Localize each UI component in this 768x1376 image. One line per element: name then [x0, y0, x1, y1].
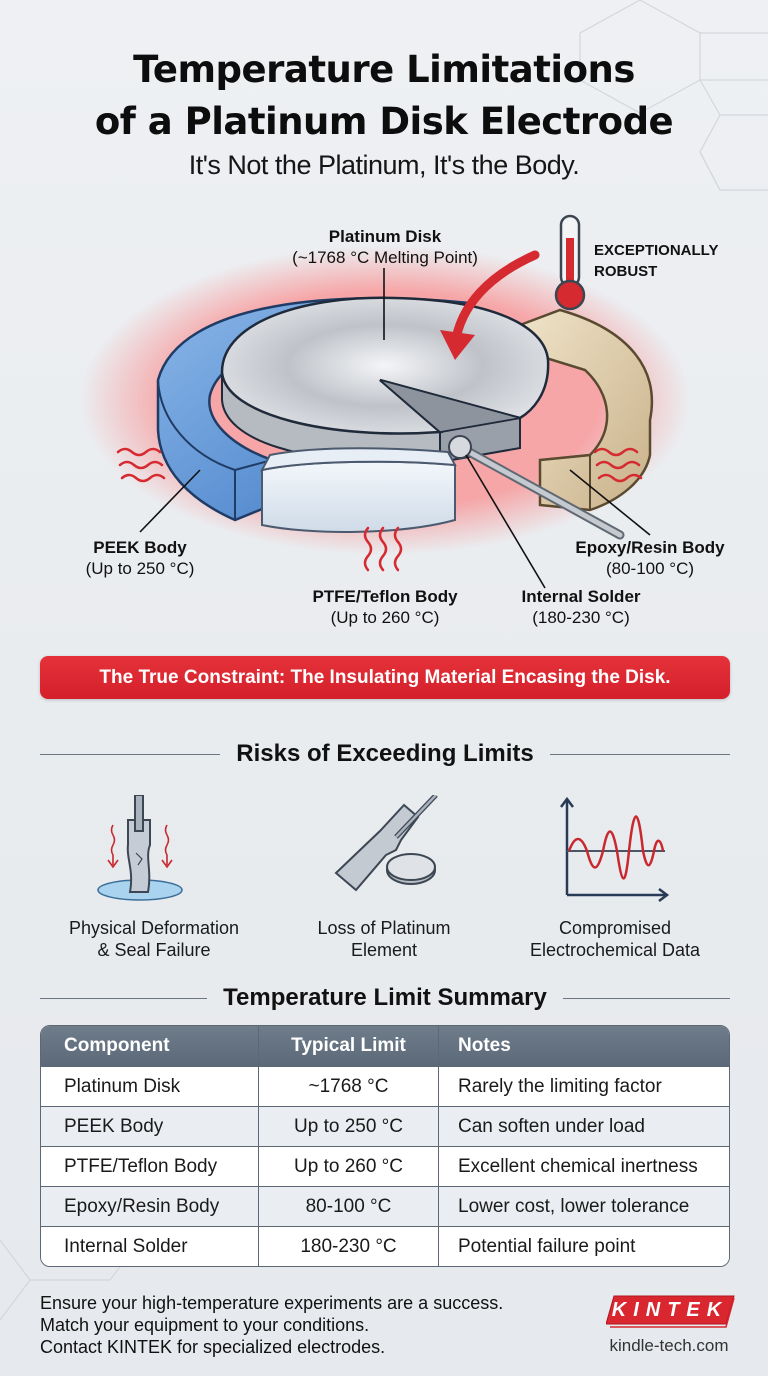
table-row: PTFE/Teflon Body Up to 260 °C Excellent … — [41, 1146, 729, 1186]
column-header-notes: Notes — [438, 1026, 729, 1066]
epoxy-body-detail: (80-100 °C) — [605, 559, 695, 578]
peek-body-detail: (Up to 250 °C) — [85, 559, 195, 578]
divider — [40, 997, 208, 999]
divider — [40, 753, 221, 755]
heat-waves-icon — [116, 447, 643, 572]
platinum-disk-label: Platinum Disk — [328, 227, 442, 246]
cell-notes: Potential failure point — [438, 1227, 729, 1266]
kintek-logo[interactable]: KINTEK — [606, 1294, 736, 1328]
cell-notes: Excellent chemical inertness — [438, 1147, 729, 1186]
red-arrow-icon — [450, 250, 540, 350]
cell-component: Epoxy/Resin Body — [64, 1195, 220, 1217]
risk-item-platinum-loss: Loss of Platinum Element — [274, 917, 494, 961]
risks-section-heading: Risks of Exceeding Limits — [40, 740, 731, 768]
exceptionally-robust-note: EXCEPTIONALLY ROBUST — [594, 240, 718, 282]
temperature-limit-table: Component Typical Limit Notes Platinum D… — [40, 1025, 730, 1267]
footer-message: Ensure your high-temperature experiments… — [40, 1292, 503, 1358]
cell-limit: 80-100 °C — [258, 1187, 438, 1226]
platinum-disk-detail: (~1768 °C Melting Point) — [292, 248, 478, 267]
column-header-component: Component — [64, 1035, 170, 1056]
internal-solder-callout: Internal Solder (180-230 °C) — [496, 586, 666, 628]
electrode-cutaway-diagram — [80, 214, 690, 589]
noisy-signal-chart-icon — [560, 796, 670, 902]
risk-label: Electrochemical Data — [529, 940, 701, 960]
risks-heading: Risks of Exceeding Limits — [236, 740, 534, 767]
table-header-row: Component Typical Limit Notes — [41, 1026, 729, 1066]
ptfe-body-label: PTFE/Teflon Body — [312, 587, 458, 606]
leader-lines — [139, 268, 651, 589]
subtitle: It's Not the Platinum, It's the Body. — [188, 150, 580, 180]
logo-text: KINTEK — [611, 1298, 729, 1321]
cell-notes: Lower cost, lower tolerance — [438, 1187, 729, 1226]
cell-limit: Up to 250 °C — [258, 1107, 438, 1146]
platinum-disk-shape — [220, 296, 550, 464]
ptfe-body-detail: (Up to 260 °C) — [330, 608, 440, 627]
thermometer-icon — [554, 214, 586, 311]
page-title: Temperature Limitations of a Platinum Di… — [0, 44, 768, 148]
risk-label: Physical Deformation — [68, 918, 240, 938]
platinum-disk-callout: Platinum Disk (~1768 °C Melting Point) — [250, 226, 520, 268]
epoxy-body-callout: Epoxy/Resin Body (80-100 °C) — [560, 537, 740, 579]
cell-notes: Rarely the limiting factor — [438, 1067, 729, 1106]
true-constraint-banner: The True Constraint: The Insulating Mate… — [40, 656, 730, 699]
epoxy-body-shape — [518, 308, 654, 512]
table-row: Internal Solder 180-230 °C Potential fai… — [41, 1226, 729, 1266]
ptfe-body-callout: PTFE/Teflon Body (Up to 260 °C) — [290, 586, 480, 628]
cell-limit: Up to 260 °C — [258, 1147, 438, 1186]
risk-label: Element — [350, 940, 418, 960]
risk-label: Loss of Platinum — [317, 918, 451, 938]
footer-line-2: Match your equipment to your conditions. — [40, 1315, 370, 1335]
cell-limit: ~1768 °C — [258, 1067, 438, 1106]
risk-label: & Seal Failure — [97, 940, 211, 960]
title-line-1: Temperature Limitations — [133, 48, 635, 91]
risk-item-deformation: Physical Deformation & Seal Failure — [44, 917, 264, 961]
cell-limit: 180-230 °C — [258, 1227, 438, 1266]
cell-component: PEEK Body — [64, 1115, 164, 1137]
footer-line-3: Contact KINTEK for specialized electrode… — [40, 1337, 386, 1357]
cell-component: Platinum Disk — [64, 1075, 181, 1097]
title-line-2: of a Platinum Disk Electrode — [94, 100, 674, 143]
risk-label: Compromised — [558, 918, 672, 938]
internal-solder-shape — [448, 435, 625, 540]
cell-notes: Can soften under load — [438, 1107, 729, 1146]
robust-line-2: ROBUST — [594, 263, 658, 280]
summary-section-heading: Temperature Limit Summary — [40, 984, 730, 1012]
footer-line-1: Ensure your high-temperature experiments… — [40, 1293, 504, 1313]
cell-component: Internal Solder — [64, 1235, 188, 1257]
detached-disk-icon — [334, 795, 438, 892]
internal-solder-label: Internal Solder — [521, 587, 641, 606]
robust-line-1: EXCEPTIONALLY — [594, 242, 719, 259]
table-row: Epoxy/Resin Body 80-100 °C Lower cost, l… — [41, 1186, 729, 1226]
risk-item-compromised-data: Compromised Electrochemical Data — [505, 917, 725, 961]
ptfe-body-shape — [260, 447, 457, 533]
table-row: PEEK Body Up to 250 °C Can soften under … — [41, 1106, 729, 1146]
table-row: Platinum Disk ~1768 °C Rarely the limiti… — [41, 1066, 729, 1106]
logo-badge-shape — [606, 1295, 735, 1328]
peek-body-label: PEEK Body — [93, 538, 187, 557]
website-link[interactable]: kindle-tech.com — [609, 1336, 729, 1355]
divider — [549, 753, 731, 755]
epoxy-body-label: Epoxy/Resin Body — [575, 538, 725, 557]
divider — [562, 997, 730, 999]
peek-body-callout: PEEK Body (Up to 250 °C) — [50, 537, 230, 579]
melting-electrode-icon — [97, 795, 183, 901]
internal-solder-detail: (180-230 °C) — [532, 608, 630, 627]
column-header-typical-limit: Typical Limit — [258, 1026, 438, 1066]
summary-heading: Temperature Limit Summary — [223, 984, 547, 1011]
cell-component: PTFE/Teflon Body — [64, 1155, 218, 1177]
arrowhead — [440, 330, 475, 360]
